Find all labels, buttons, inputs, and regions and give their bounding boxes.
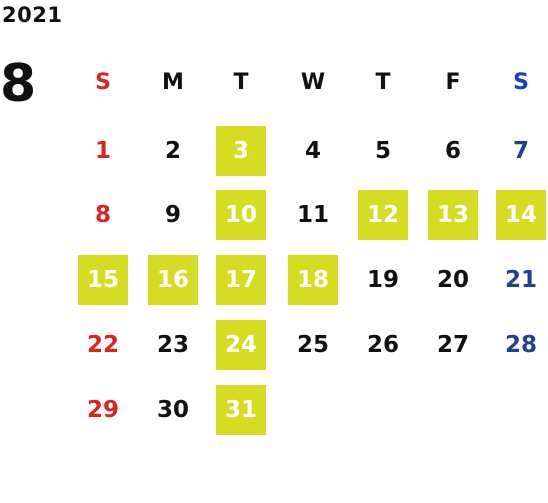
calendar-day[interactable]: 21	[504, 267, 537, 293]
calendar-day[interactable]: 7	[512, 138, 529, 164]
calendar-day[interactable]: 30	[156, 397, 189, 423]
weekday-label: S	[513, 69, 529, 95]
calendar-day[interactable]: 5	[374, 138, 391, 164]
weekday-label: M	[162, 69, 184, 95]
calendar-day[interactable]: 28	[504, 332, 537, 358]
calendar-day-highlighted[interactable]: 13	[428, 190, 478, 240]
calendar-day[interactable]: 27	[436, 332, 469, 358]
calendar-day-highlighted[interactable]: 12	[358, 190, 408, 240]
calendar-day[interactable]: 8	[94, 202, 111, 228]
month-number: 8	[0, 54, 37, 114]
weekday-label: W	[300, 69, 326, 95]
weekday-label: T	[375, 69, 391, 95]
calendar-day[interactable]: 1	[94, 138, 111, 164]
calendar-day-highlighted[interactable]: 18	[288, 255, 338, 305]
calendar-day-highlighted[interactable]: 24	[216, 320, 266, 370]
calendar-day[interactable]: 2	[164, 138, 181, 164]
weekday-label: F	[445, 69, 461, 95]
year-label: 2021	[2, 3, 63, 27]
calendar-day[interactable]: 22	[86, 332, 119, 358]
calendar-day[interactable]: 11	[296, 202, 329, 228]
calendar-day[interactable]: 25	[296, 332, 329, 358]
calendar-day-highlighted[interactable]: 31	[216, 385, 266, 435]
calendar-day[interactable]: 4	[304, 138, 321, 164]
calendar-day[interactable]: 9	[164, 202, 181, 228]
weekday-label: T	[233, 69, 249, 95]
calendar-day[interactable]: 20	[436, 267, 469, 293]
calendar-day-highlighted[interactable]: 16	[148, 255, 198, 305]
calendar-day-highlighted[interactable]: 10	[216, 190, 266, 240]
calendar-day[interactable]: 29	[86, 397, 119, 423]
calendar-day-highlighted[interactable]: 14	[496, 190, 546, 240]
calendar-day-highlighted[interactable]: 17	[216, 255, 266, 305]
calendar-day[interactable]: 6	[444, 138, 461, 164]
calendar-day[interactable]: 23	[156, 332, 189, 358]
weekday-label: S	[95, 69, 111, 95]
calendar-day-highlighted[interactable]: 3	[216, 126, 266, 176]
calendar-day-highlighted[interactable]: 15	[78, 255, 128, 305]
calendar-day[interactable]: 19	[366, 267, 399, 293]
calendar-day[interactable]: 26	[366, 332, 399, 358]
